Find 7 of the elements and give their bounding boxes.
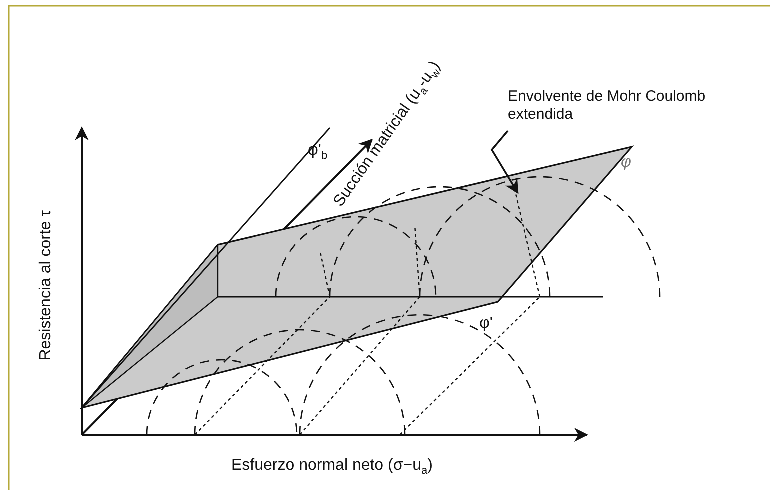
angle-label: φ' (480, 314, 493, 333)
callout-text: Envolvente de Mohr Coulomb extendida (508, 88, 726, 124)
leader-line (490, 130, 519, 194)
axis-label: Resistencia al corte τ (36, 210, 56, 360)
angle-label: φ'$_{b}$ (308, 141, 328, 164)
axis-label: Esfuerzo normal neto (σ−u$_{a}$) (232, 456, 433, 478)
angle-label: φ (621, 152, 632, 172)
